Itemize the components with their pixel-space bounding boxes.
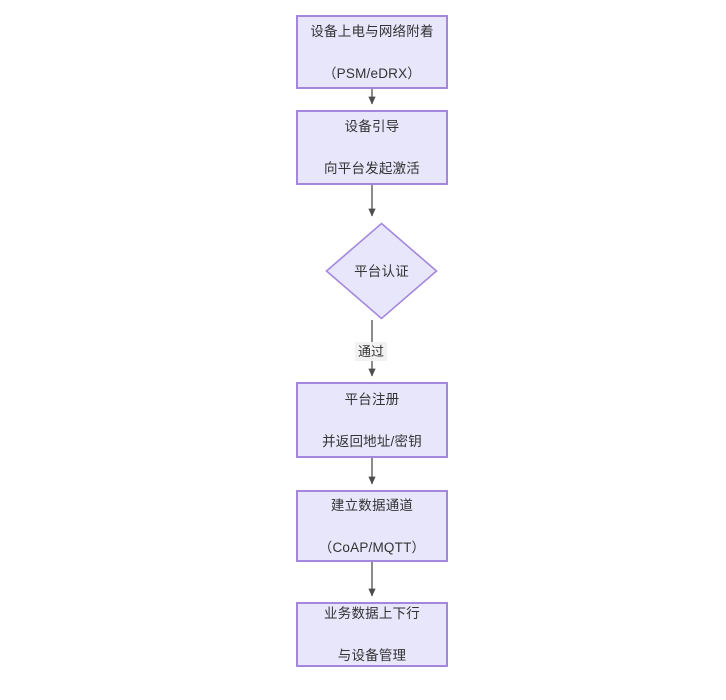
node-line-1: 建立数据通道 (330, 497, 414, 513)
node-device-bootstrap-activation-label: 设备引导 向平台发起激活 (324, 95, 420, 200)
diamond-shape (325, 222, 438, 320)
node-establish-data-channel[interactable]: 建立数据通道 （CoAP/MQTT） (296, 490, 448, 562)
node-device-bootstrap-activation[interactable]: 设备引导 向平台发起激活 (296, 110, 448, 185)
node-line-2: 向平台发起激活 (324, 161, 420, 176)
node-line-2: 与设备管理 (337, 648, 407, 663)
node-line-1: 平台认证 (354, 263, 409, 279)
node-power-on-network-attach[interactable]: 设备上电与网络附着 （PSM/eDRX） (296, 15, 448, 89)
node-line-1: 设备引导 (344, 119, 400, 134)
node-platform-registration[interactable]: 平台注册 并返回地址/密钥 (296, 382, 448, 458)
edge-label-pass-text: 通过 (358, 344, 385, 359)
node-line-1: 平台注册 (344, 391, 400, 407)
node-power-on-network-attach-label: 设备上电与网络附着 （PSM/eDRX） (310, 0, 433, 105)
node-line-1: 业务数据上下行 (324, 606, 420, 621)
node-platform-registration-label: 平台注册 并返回地址/密钥 (322, 368, 422, 473)
node-establish-data-channel-label: 建立数据通道 （CoAP/MQTT） (319, 474, 425, 579)
node-business-data-and-device-management[interactable]: 业务数据上下行 与设备管理 (296, 602, 448, 667)
node-line-2: （CoAP/MQTT） (318, 539, 426, 555)
node-line-2: 并返回地址/密钥 (322, 433, 422, 449)
node-platform-authentication-label: 平台认证 (325, 222, 438, 320)
node-line-2: （PSM/eDRX） (322, 65, 422, 81)
node-platform-authentication[interactable]: 平台认证 (325, 222, 438, 320)
node-business-data-and-device-management-label: 业务数据上下行 与设备管理 (324, 582, 420, 687)
node-line-1: 设备上电与网络附着 (310, 23, 434, 39)
edge-label-pass: 通过 (355, 342, 388, 361)
